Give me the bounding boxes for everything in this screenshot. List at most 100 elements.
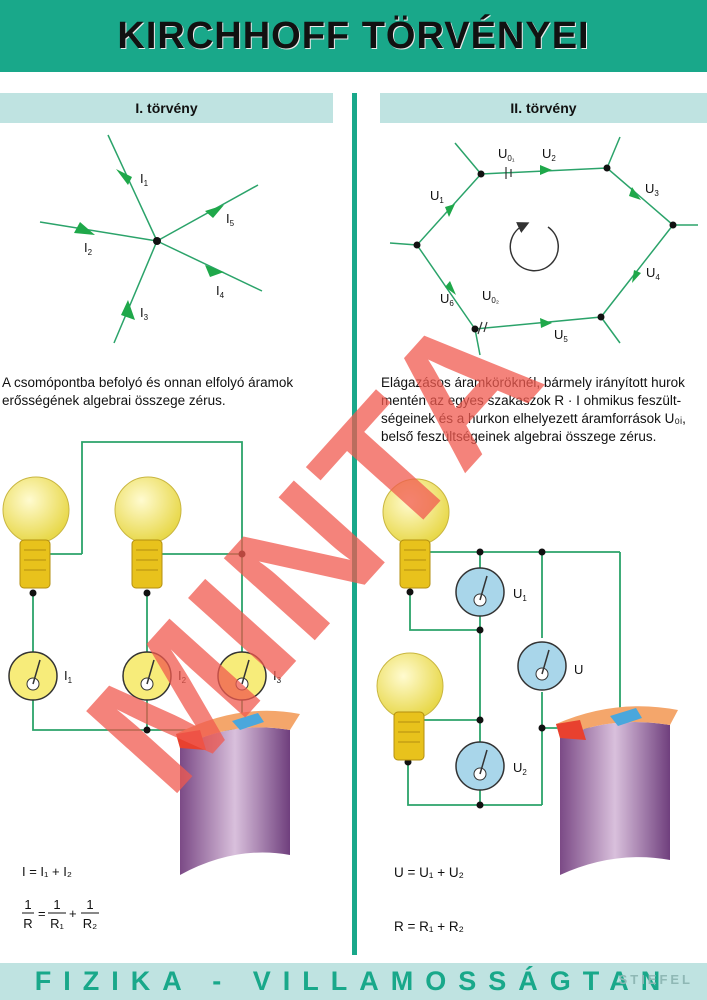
footer-bar: FIZIKA - VILLAMOSSÁGTAN STIEFEL <box>0 963 707 1000</box>
loop-label-u1: U <box>430 188 439 203</box>
loop-label-u6: U <box>440 291 449 306</box>
svg-text:U: U <box>574 662 583 677</box>
loop-sub-u5: 5 <box>563 335 568 344</box>
loop-sub-u02: 0₂ <box>491 296 499 305</box>
section-heading-law-2: II. törvény <box>380 93 707 123</box>
formula-current-sum: I = I₁ + I₂ <box>22 864 72 879</box>
current-sub-2: 2 <box>88 248 93 257</box>
svg-text:U0₂: U0₂ <box>482 288 499 305</box>
loop-label-u5: U <box>554 327 563 342</box>
series-circuit-illustration: U1 U U2 <box>376 478 678 875</box>
voltmeter-total <box>517 641 567 691</box>
svg-text:U0₁: U0₁ <box>498 146 515 163</box>
page-title: KIRCHHOFF TÖRVÉNYEI <box>117 15 590 57</box>
voltmeter-label-2: U <box>513 760 522 775</box>
current-sub-5: 5 <box>230 219 235 228</box>
law-1-title: I. törvény <box>135 100 198 116</box>
svg-text:I3: I3 <box>140 305 149 322</box>
bulb-1 <box>2 476 70 589</box>
publisher-logo: STIEFEL <box>618 972 693 987</box>
loop-sub-u3: 3 <box>654 189 659 198</box>
svg-text:I1: I1 <box>140 171 149 188</box>
footer-subject: FIZIKA - VILLAMOSSÁGTAN <box>34 966 673 996</box>
loop-sub-u01: 0₁ <box>507 154 514 163</box>
voltmeter-label-1: U <box>513 586 522 601</box>
loop-label-u3: U <box>645 181 654 196</box>
bulb-2 <box>114 476 182 589</box>
current-label-2: I <box>84 240 88 255</box>
parallel-circuit-illustration: I1 I2 I3 <box>2 441 300 875</box>
battery-right <box>556 706 678 875</box>
battery-left <box>176 710 300 875</box>
law-1-line-1: A csomópontba befolyó és onnan elfolyó á… <box>2 375 294 390</box>
law-1-line-2: erősségének algebrai összege zérus. <box>2 393 226 408</box>
loop-label-u2: U <box>542 146 551 161</box>
formula-r1-den: R₁ <box>50 916 64 931</box>
svg-text:U2: U2 <box>542 146 556 163</box>
law-2-line-3: ségeinek és a hurkon elhelyezett áramfor… <box>381 411 686 426</box>
voltmeter-label-total: U <box>574 662 583 677</box>
svg-text:I2: I2 <box>178 668 187 685</box>
formula-r2-num: 1 <box>86 897 93 912</box>
ammeter-1 <box>8 651 58 701</box>
formulas-law-1: I = I₁ + I₂ 1 R = 1 R₁ + 1 R₂ <box>22 864 99 931</box>
ammeter-sub-3: 3 <box>277 676 282 685</box>
svg-text:+: + <box>69 906 77 921</box>
law-2-title: II. törvény <box>510 100 577 116</box>
law-2-text: Elágazásos áramköröknél, bármely irányít… <box>381 374 707 446</box>
ammeter-label-2: I <box>178 668 182 683</box>
ammeter-label-1: I <box>64 668 68 683</box>
junction-diagram: I1 I5 I2 I4 I3 <box>39 134 263 344</box>
voltmeter-1 <box>455 567 505 617</box>
formula-voltage-sum: U = U₁ + U₂ <box>394 865 464 880</box>
svg-text:I1: I1 <box>64 668 73 685</box>
svg-text:U1: U1 <box>430 188 444 205</box>
law-2-line-1: Elágazásos áramköröknél, bármely irányít… <box>381 375 685 390</box>
current-label-4: I <box>216 283 220 298</box>
svg-text:U6: U6 <box>440 291 454 308</box>
formula-lhs-num: 1 <box>24 897 31 912</box>
svg-text:I4: I4 <box>216 283 225 300</box>
svg-text:=: = <box>38 906 46 921</box>
formula-r1-num: 1 <box>53 897 60 912</box>
svg-text:U3: U3 <box>645 181 659 198</box>
current-sub-3: 3 <box>144 313 149 322</box>
svg-text:U4: U4 <box>646 265 660 282</box>
svg-text:I3: I3 <box>273 668 282 685</box>
formula-resistance-sum: R = R₁ + R₂ <box>394 919 464 934</box>
current-label-1: I <box>140 171 144 186</box>
loop-diagram: U0₁ U2 U1 U3 U4 U6 U0₂ U5 <box>389 136 698 356</box>
current-sub-1: 1 <box>144 179 149 188</box>
current-label-5: I <box>226 211 230 226</box>
loop-sub-u2: 2 <box>551 154 556 163</box>
loop-label-u01: U <box>498 146 507 161</box>
law-1-text: A csomópontba befolyó és onnan elfolyó á… <box>2 374 337 410</box>
column-divider <box>352 93 357 955</box>
loop-label-u4: U <box>646 265 655 280</box>
title-banner: KIRCHHOFF TÖRVÉNYEI <box>0 0 707 72</box>
current-sub-4: 4 <box>220 291 225 300</box>
section-heading-law-1: I. törvény <box>0 93 333 123</box>
voltmeter-2 <box>455 741 505 791</box>
bulb-bottom <box>376 652 444 761</box>
ammeter-sub-1: 1 <box>68 676 73 685</box>
svg-text:U1: U1 <box>513 586 527 603</box>
svg-text:I5: I5 <box>226 211 235 228</box>
svg-text:I2: I2 <box>84 240 93 257</box>
ammeter-sub-2: 2 <box>182 676 187 685</box>
svg-text:U2: U2 <box>513 760 527 777</box>
law-2-line-4: belső feszültségeinek algebrai összege z… <box>381 429 657 444</box>
loop-sub-u1: 1 <box>439 196 444 205</box>
svg-text:U5: U5 <box>554 327 568 344</box>
ammeter-label-3: I <box>273 668 277 683</box>
loop-sub-u4: 4 <box>655 273 660 282</box>
loop-label-u02: U <box>482 288 491 303</box>
formula-lhs-den: R <box>23 916 32 931</box>
bulb-top <box>382 478 450 589</box>
loop-sub-u6: 6 <box>449 299 454 308</box>
ammeter-2 <box>122 651 172 701</box>
formula-r2-den: R₂ <box>83 916 97 931</box>
ammeter-3 <box>217 651 267 701</box>
current-label-3: I <box>140 305 144 320</box>
law-2-line-2: mentén az egyes szakaszok R · I ohmikus … <box>381 393 682 408</box>
